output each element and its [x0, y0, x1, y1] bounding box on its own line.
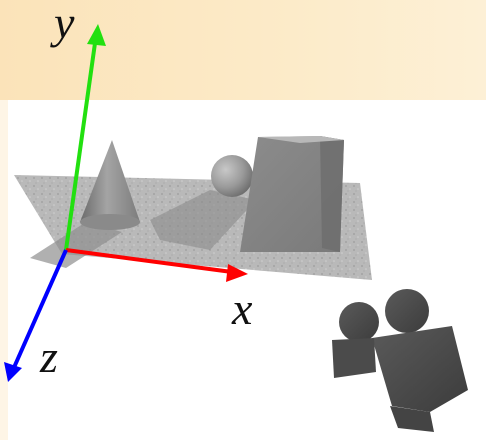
- cone-object: [80, 140, 140, 230]
- sphere-object: [211, 155, 253, 197]
- movie-camera-object: [332, 289, 468, 432]
- box-object: [240, 136, 344, 252]
- y-axis-label: y: [54, 0, 75, 48]
- x-axis-arrow: [65, 248, 248, 282]
- x-axis-label: x: [232, 283, 253, 334]
- y-axis-arrow: [64, 24, 106, 251]
- z-axis-label: z: [40, 331, 58, 382]
- header-band: [0, 0, 486, 100]
- z-axis-arrow: [4, 249, 68, 382]
